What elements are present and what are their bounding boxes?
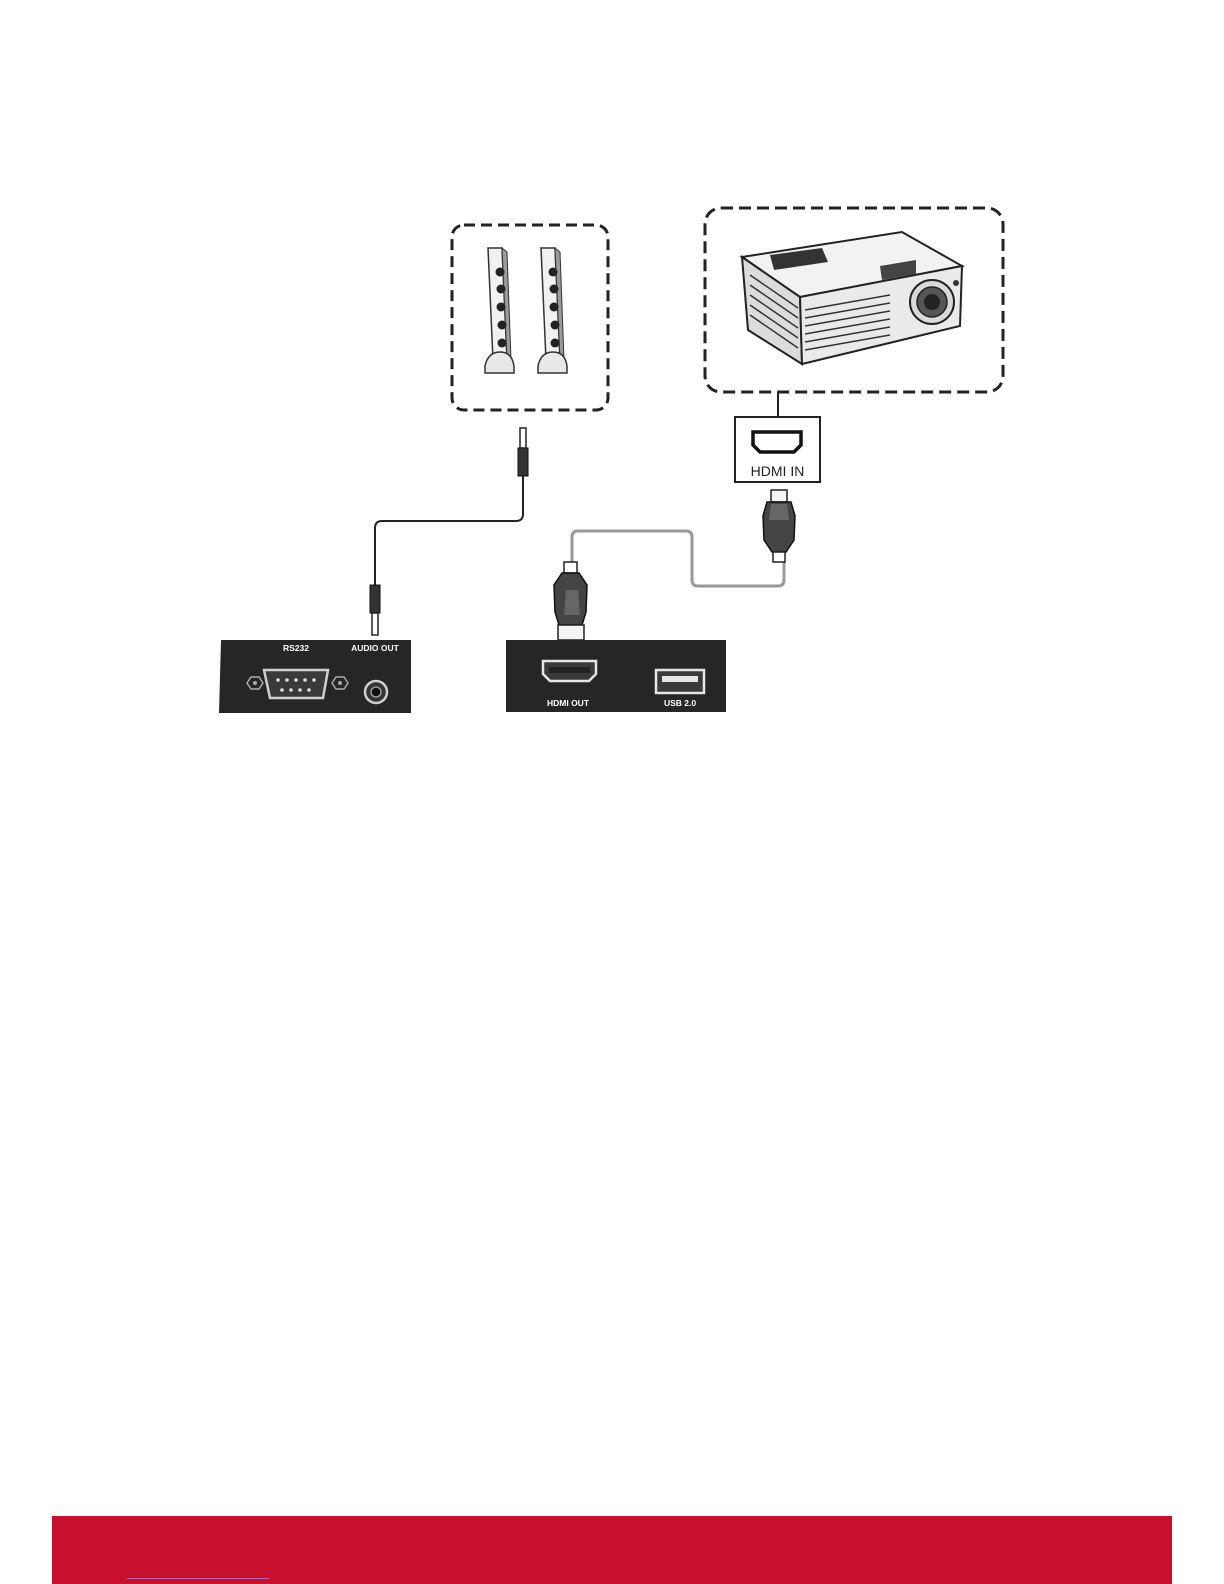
hdmi-out-label: HDMI OUT <box>547 698 590 708</box>
hdmi-in-label: HDMI IN <box>751 463 805 479</box>
footer-link[interactable] <box>127 1576 269 1579</box>
hdmi-usb-panel: HDMI OUT USB 2.0 <box>506 640 726 712</box>
speakers-group <box>452 225 608 410</box>
rs232-port-icon <box>264 670 328 698</box>
hdmi-connector-panel-icon <box>554 562 587 640</box>
rs232-audio-panel: RS232 AUDIO OUT <box>219 640 411 713</box>
speakers-dashed-frame <box>452 225 608 410</box>
speaker-right-icon <box>538 248 567 373</box>
hdmi-in-port: HDMI IN <box>735 417 820 482</box>
audio-plug-speaker-icon <box>518 428 528 476</box>
audio-out-port-icon <box>365 681 387 703</box>
projector-icon <box>742 232 962 364</box>
projector-group <box>705 208 1003 416</box>
usb-label: USB 2.0 <box>664 698 696 708</box>
audio-out-label: AUDIO OUT <box>351 643 400 653</box>
audio-plug-panel-icon <box>370 585 380 635</box>
hdmi-cable <box>572 531 784 586</box>
rs232-label: RS232 <box>283 643 309 653</box>
footer-bar <box>52 1516 1172 1584</box>
usb-port-icon <box>656 670 704 693</box>
speaker-left-icon <box>485 248 514 373</box>
hdmi-connector-projector-icon <box>763 490 795 562</box>
audio-cable <box>375 475 523 586</box>
